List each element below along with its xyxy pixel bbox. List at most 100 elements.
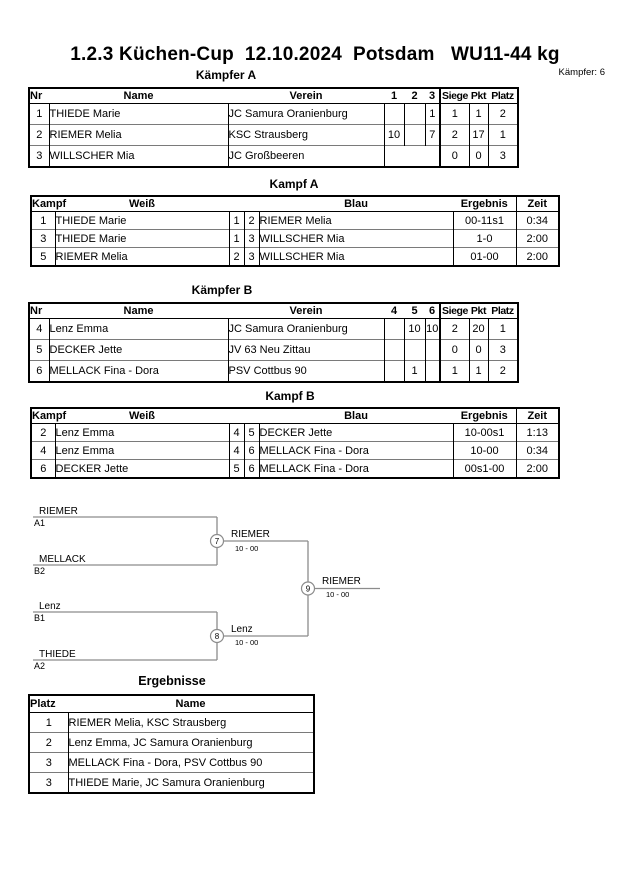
cell-m3: 1: [424, 103, 440, 125]
cell-siege: 0: [439, 339, 469, 361]
cell-m5: 1: [403, 360, 425, 382]
cell-zeit: 2:00: [515, 459, 559, 478]
col-header-zeit: Zeit: [515, 408, 559, 424]
table-kaempfer-b: Nr Name Verein 4 5 6 Siege Pkt Platz 4 L…: [28, 302, 519, 383]
cell-blau-nr: 6: [243, 441, 259, 460]
cell-weiss-nr: 5: [228, 459, 244, 478]
col-header-1: 1: [384, 88, 404, 104]
cell-blau: WILLSCHER Mia: [258, 229, 453, 248]
cell-name: RIEMER Melia: [48, 124, 228, 146]
table-row: 6 MELLACK Fina - Dora PSV Cottbus 90 1 1…: [29, 360, 518, 382]
cell-blau-nr: 3: [243, 247, 259, 266]
cell-platz: 2: [487, 360, 518, 382]
cell-platz: 3: [487, 339, 518, 361]
cell-empty-matches: [383, 145, 440, 167]
table-kampf-a: Kampf Weiß Blau Ergebnis Zeit 1 THIEDE M…: [30, 195, 560, 267]
cell-pkt: 0: [468, 145, 488, 167]
col-header-platz: Platz: [29, 695, 68, 713]
table-row: 3 THIEDE Marie 1 3 WILLSCHER Mia 1-0 2:0…: [31, 229, 559, 248]
cell-nr: 2: [29, 124, 49, 146]
sf2-winner-score: 10 - 00: [235, 638, 258, 647]
col-header-ergebnis: Ergebnis: [453, 196, 516, 212]
cell-weiss-nr: 4: [228, 441, 244, 460]
col-header-pkt: Pkt: [469, 88, 488, 104]
cell-weiss-nr: 4: [228, 423, 244, 442]
col-header-spacer: [229, 196, 244, 212]
col-header-5: 5: [404, 303, 425, 319]
cell-blau: DECKER Jette: [258, 423, 453, 442]
cell-zeit: 0:34: [515, 441, 559, 460]
table-row: 5 RIEMER Melia 2 3 WILLSCHER Mia 01-00 2…: [31, 247, 559, 266]
col-header-spacer: [229, 408, 244, 424]
cell-blau: WILLSCHER Mia: [258, 247, 453, 266]
sf1-winner-name: RIEMER: [231, 529, 270, 540]
col-header-3: 3: [425, 88, 440, 104]
cell-weiss-nr: 2: [228, 247, 244, 266]
cell-pkt: 20: [468, 318, 488, 340]
cell-platz: 2: [487, 103, 518, 125]
cell-weiss: DECKER Jette: [54, 459, 229, 478]
cell-ergebnis: 00-11s1: [452, 211, 516, 230]
cell-blau-nr: 3: [243, 229, 259, 248]
cell-verein: JC Samura Oranienburg: [227, 103, 384, 125]
cell-kampf-nr: 3: [31, 229, 55, 248]
cell-m2: [403, 103, 425, 125]
col-header-2: 2: [404, 88, 425, 104]
table-ergebnisse: Platz Name 1 RIEMER Melia, KSC Strausber…: [28, 694, 315, 794]
cell-platz: 1: [487, 124, 518, 146]
table-row: 2 RIEMER Melia KSC Strausberg 10 7 2 17 …: [29, 124, 518, 146]
cell-zeit: 1:13: [515, 423, 559, 442]
cell-name: MELLACK Fina - Dora: [48, 360, 228, 382]
col-header-kampf: Kampf: [31, 408, 67, 424]
table-row: 3 THIEDE Marie, JC Samura Oranienburg: [29, 772, 314, 793]
cell-m6: [424, 339, 440, 361]
cell-platz: 3: [29, 772, 68, 793]
col-header-siege: Siege: [439, 303, 469, 319]
cell-verein: JC Großbeeren: [227, 145, 384, 167]
cell-platz: 1: [487, 318, 518, 340]
cell-blau: MELLACK Fina - Dora: [258, 459, 453, 478]
cell-m1: 10: [383, 124, 404, 146]
col-header-nr: Nr: [29, 303, 49, 319]
match-number-7: 7: [215, 537, 220, 546]
cell-blau-nr: 6: [243, 459, 259, 478]
cell-weiss: THIEDE Marie: [54, 229, 229, 248]
table-row: 4 Lenz Emma 4 6 MELLACK Fina - Dora 10-0…: [31, 441, 559, 460]
cell-zeit: 2:00: [515, 229, 559, 248]
cell-weiss-nr: 1: [228, 211, 244, 230]
bracket-entry-b1-seed: B1: [34, 613, 45, 623]
cell-verein: PSV Cottbus 90: [227, 360, 384, 382]
table-row: 4 Lenz Emma JC Samura Oranienburg 10 10 …: [29, 318, 518, 340]
cell-name: RIEMER Melia, KSC Strausberg: [67, 712, 314, 733]
col-header-platz: Platz: [488, 88, 518, 104]
cell-m4: [383, 318, 404, 340]
cell-nr: 1: [29, 103, 49, 125]
match-circle-7: [209, 533, 225, 549]
match-circle-8: [209, 628, 225, 644]
cell-zeit: 0:34: [515, 211, 559, 230]
col-header-weiss: Weiß: [55, 196, 229, 212]
cell-m5: [403, 339, 425, 361]
col-header-platz: Platz: [488, 303, 518, 319]
col-header-name: Name: [49, 88, 228, 104]
bracket-entry-b1-name: Lenz: [39, 601, 61, 612]
cell-verein: JC Samura Oranienburg: [227, 318, 384, 340]
heading-kaempfer-a: Kämpfer A: [195, 68, 257, 82]
table-row: 2 Lenz Emma 4 5 DECKER Jette 10-00s1 1:1…: [31, 423, 559, 442]
cell-name: MELLACK Fina - Dora, PSV Cottbus 90: [67, 752, 314, 773]
col-header-spacer: [244, 408, 259, 424]
col-header-kampf: Kampf: [31, 196, 67, 212]
col-header-blau: Blau: [259, 196, 453, 212]
page-title: 1.2.3 Küchen-Cup 12.10.2024 Potsdam WU11…: [70, 44, 560, 65]
col-header-name: Name: [49, 303, 228, 319]
cell-name: Lenz Emma, JC Samura Oranienburg: [67, 732, 314, 753]
cell-m4: [383, 360, 404, 382]
col-header-weiss: Weiß: [55, 408, 229, 424]
cell-weiss: Lenz Emma: [54, 441, 229, 460]
final-winner-name: RIEMER: [322, 576, 361, 587]
cell-siege: 1: [439, 360, 469, 382]
table-header-row: Kampf Weiß Blau Ergebnis Zeit: [31, 408, 559, 424]
match-number-9: 9: [306, 584, 311, 593]
table-row: 1 THIEDE Marie JC Samura Oranienburg 1 1…: [29, 103, 518, 125]
table-row: 1 THIEDE Marie 1 2 RIEMER Melia 00-11s1 …: [31, 211, 559, 230]
